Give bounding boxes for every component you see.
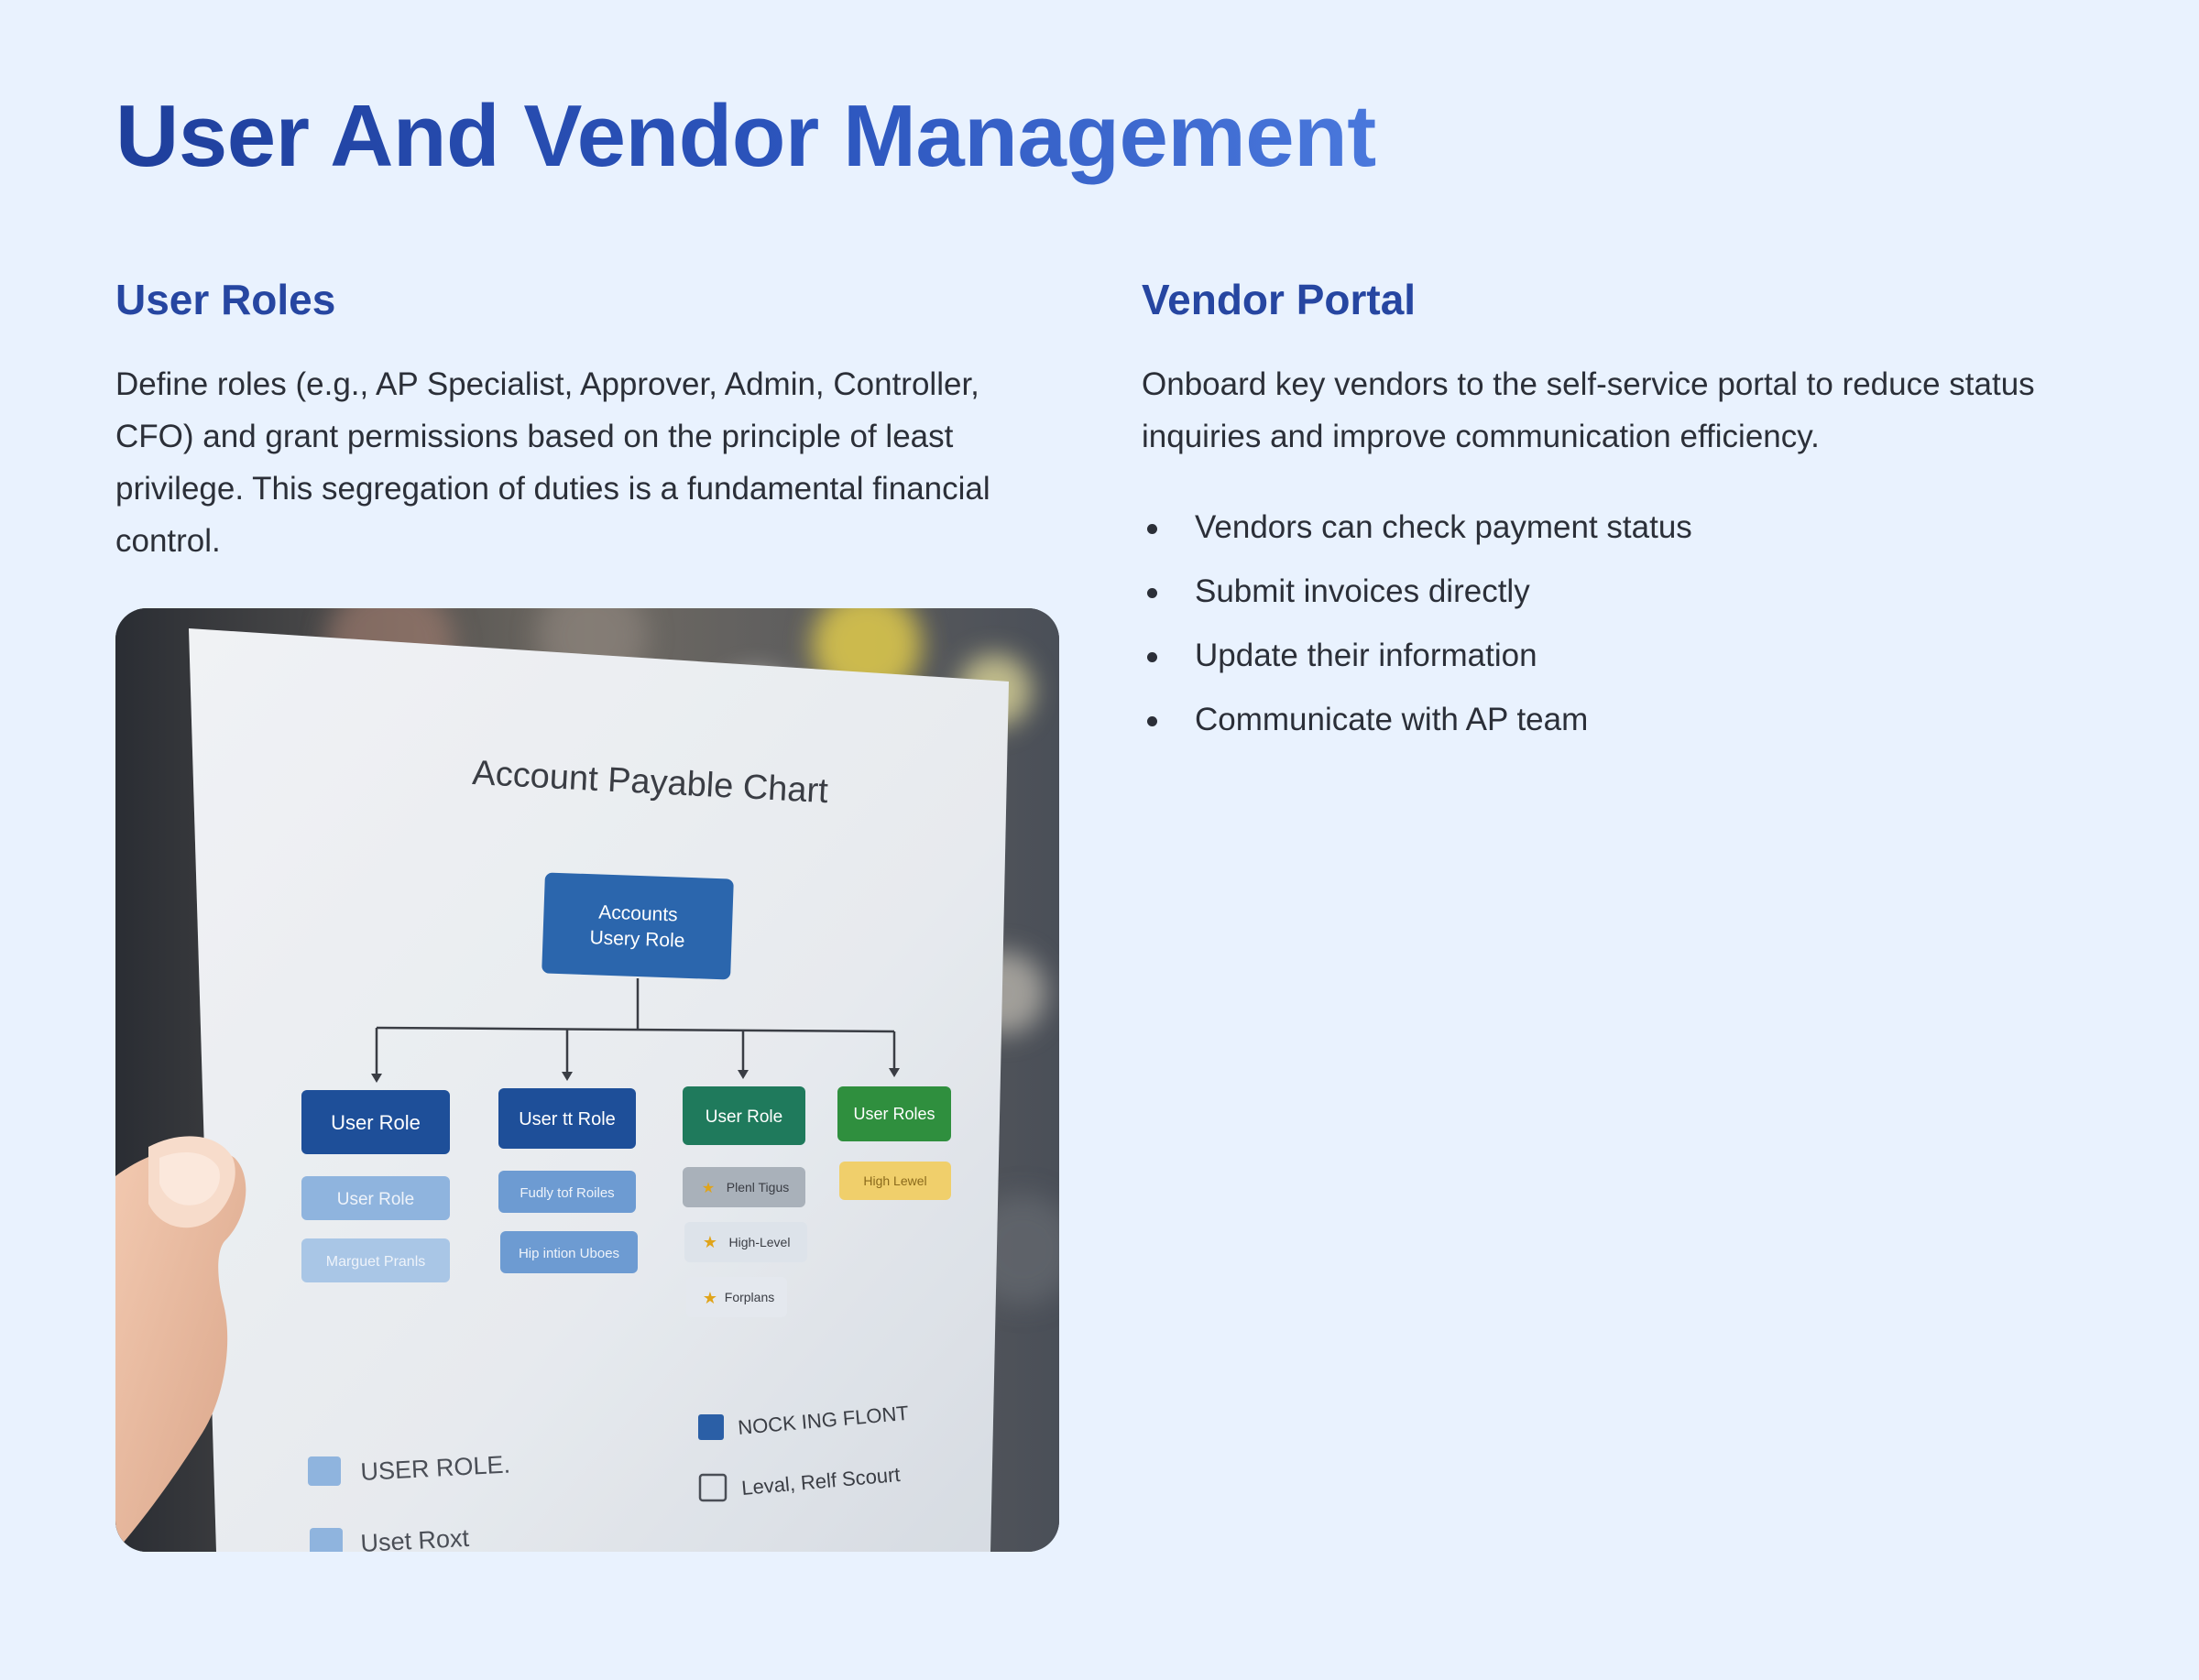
bullet-text: Update their information [1195,638,1537,674]
org-chart-photo: Account Payable Chart Accounts Usery Rol… [115,608,1059,1552]
sub-item: High-Level ★ [684,1222,807,1262]
legend-left: USER ROLE. Uset Roxt [308,1450,511,1552]
legend-swatch [308,1456,341,1486]
sub-item-label: High-Level [729,1235,791,1249]
sub-item: Forplans ★ [686,1277,787,1317]
photo-illustration: Account Payable Chart Accounts Usery Rol… [115,608,1059,1552]
bullet-text: Vendors can check payment status [1195,509,1692,546]
bullet-item: Communicate with AP team [1142,688,2113,752]
top-box-line1: Accounts [598,902,678,926]
vendor-portal-heading: Vendor Portal [1142,276,1417,323]
top-box-line2: Usery Role [589,927,685,952]
user-roles-body: Define roles (e.g., AP Specialist, Appro… [115,366,990,560]
role-box-label: User Roles [853,1105,935,1123]
sub-item-label: Fudly tof Roiles [520,1185,614,1201]
role-box-label: User tt Role [519,1109,616,1129]
legend-swatch [698,1414,724,1440]
role-box: User Role [301,1090,450,1154]
sub-item-label: User Role [337,1190,414,1209]
role-box: User Role [683,1086,805,1145]
page-title: User And Vendor Management [115,87,1376,185]
connector-arrows [371,1068,900,1083]
star-icon: ★ [703,1233,717,1252]
bullet-dot-icon [1147,652,1157,663]
sub-item-label: High Lewel [863,1173,926,1188]
top-role-box: Accounts Usery Role [542,872,734,980]
bullet-text: Communicate with AP team [1195,702,1589,738]
legend-label: Uset Roxt [360,1524,470,1552]
sub-item-label: Marguet Pranls [326,1254,426,1270]
role-box-label: User Role [706,1107,782,1127]
vendor-portal-bullet-list: Vendors can check payment status Submit … [1142,496,2113,752]
user-roles-section: User Roles Define roles (e.g., AP Specia… [115,275,1059,567]
star-icon: ★ [702,1179,715,1196]
legend-swatch [310,1528,343,1552]
vendor-portal-section: Vendor Portal Onboard key vendors to the… [1142,275,2113,752]
legend-checkbox [698,1473,728,1502]
sub-item: Fudly tof Roiles [498,1171,636,1213]
bullet-item: Vendors can check payment status [1142,496,2113,560]
sub-item-label: Hip intion Uboes [519,1246,619,1261]
star-icon: ★ [703,1289,717,1308]
sub-item-label: Forplans [725,1290,774,1304]
sub-item-label: Plenl Tigus [727,1180,789,1195]
bullet-text: Submit invoices directly [1195,573,1530,610]
chart-connectors [375,978,896,1075]
bullet-dot-icon [1147,524,1157,535]
sub-item: Plenl Tigus ★ [683,1167,805,1207]
user-roles-heading: User Roles [115,276,336,323]
role-box-label: User Role [331,1111,421,1134]
sub-item: Hip intion Uboes [500,1231,638,1273]
role-box: User tt Role [498,1088,636,1149]
bullet-item: Update their information [1142,624,2113,688]
vendor-portal-body: Onboard key vendors to the self-service … [1142,366,2035,455]
bullet-dot-icon [1147,588,1157,599]
role-box: User Roles [837,1086,951,1141]
hand [115,1136,246,1552]
bullet-item: Submit invoices directly [1142,560,2113,624]
sub-item: High Lewel [839,1162,951,1200]
sub-item: Marguet Pranls [301,1238,450,1282]
sub-item: User Role [301,1176,450,1220]
bullet-dot-icon [1147,716,1157,727]
